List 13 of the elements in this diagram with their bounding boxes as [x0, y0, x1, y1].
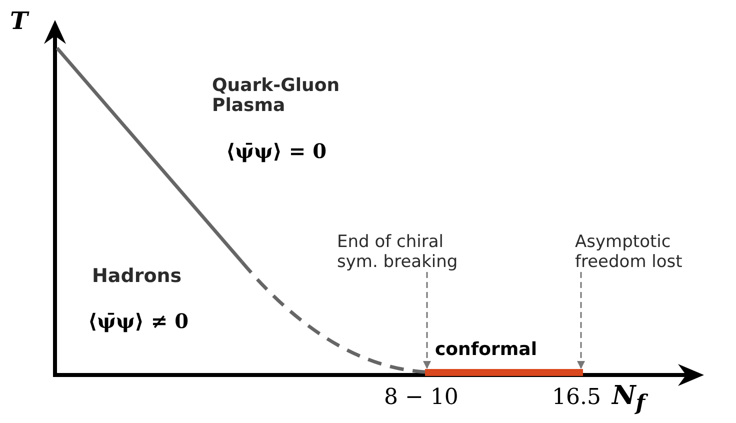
annotation-text: End of chiral sym. breaking [337, 232, 477, 272]
conformal-window-bar [425, 369, 583, 376]
phase-label: Quark-Gluon Plasma [212, 76, 341, 116]
leader-arrow [577, 272, 585, 369]
annotation-text: Asymptotic freedom lost [575, 232, 736, 272]
phase-label: Hadrons [92, 266, 182, 287]
tick-label: 8 − 10 [384, 386, 458, 410]
tick-label: 16.5 [552, 386, 601, 410]
leader-arrow [423, 272, 431, 369]
math-expression: ⟨ψ̄ψ⟩ = 0 [226, 140, 327, 162]
region-label: conformal [435, 340, 537, 360]
math-expression: ⟨ψ̄ψ⟩ ≠ 0 [88, 310, 189, 332]
axis-label: T [10, 8, 28, 34]
